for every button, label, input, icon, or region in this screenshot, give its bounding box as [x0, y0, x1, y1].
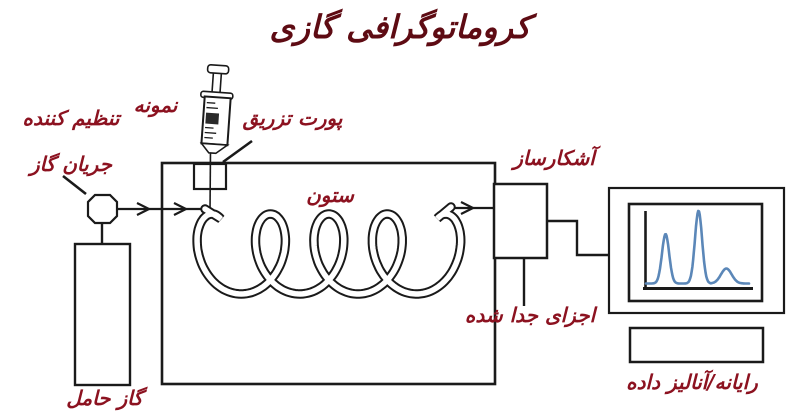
regulator-pointer-line — [62, 174, 87, 196]
injection-port-pointer-line — [222, 139, 253, 164]
monitor-screen — [627, 202, 764, 303]
syringe-needle — [209, 149, 212, 212]
syringe-icon — [199, 63, 234, 212]
label-detector: آشکارساز — [513, 146, 595, 170]
flow-arrow — [136, 202, 152, 216]
flow-arrow — [460, 201, 476, 215]
gas-cylinder — [73, 223, 132, 387]
page-title: کروماتوگرافی گازی — [269, 8, 531, 46]
label-flow-regulator-line2: جریان گاز — [30, 152, 112, 176]
label-flow-regulator-line1: تنظیم کننده — [22, 106, 120, 130]
label-separated-components: اجزای جدا شده — [464, 303, 596, 327]
column-coil — [192, 202, 466, 299]
label-sample: نمونه — [133, 93, 178, 117]
label-computer-analysis: رایانه/آنالیز داده — [626, 370, 758, 394]
detector-box — [492, 182, 549, 260]
monitor — [607, 186, 786, 315]
flow-arrow — [173, 202, 189, 216]
detector-to-monitor-line — [547, 219, 609, 257]
label-carrier-gas: گاز حامل — [66, 386, 143, 410]
flow-regulator — [86, 193, 119, 225]
chromatogram-curve — [644, 209, 751, 285]
label-injection-port: پورت تزریق — [242, 106, 343, 130]
label-column: ستون — [306, 183, 354, 207]
keyboard — [628, 326, 765, 364]
